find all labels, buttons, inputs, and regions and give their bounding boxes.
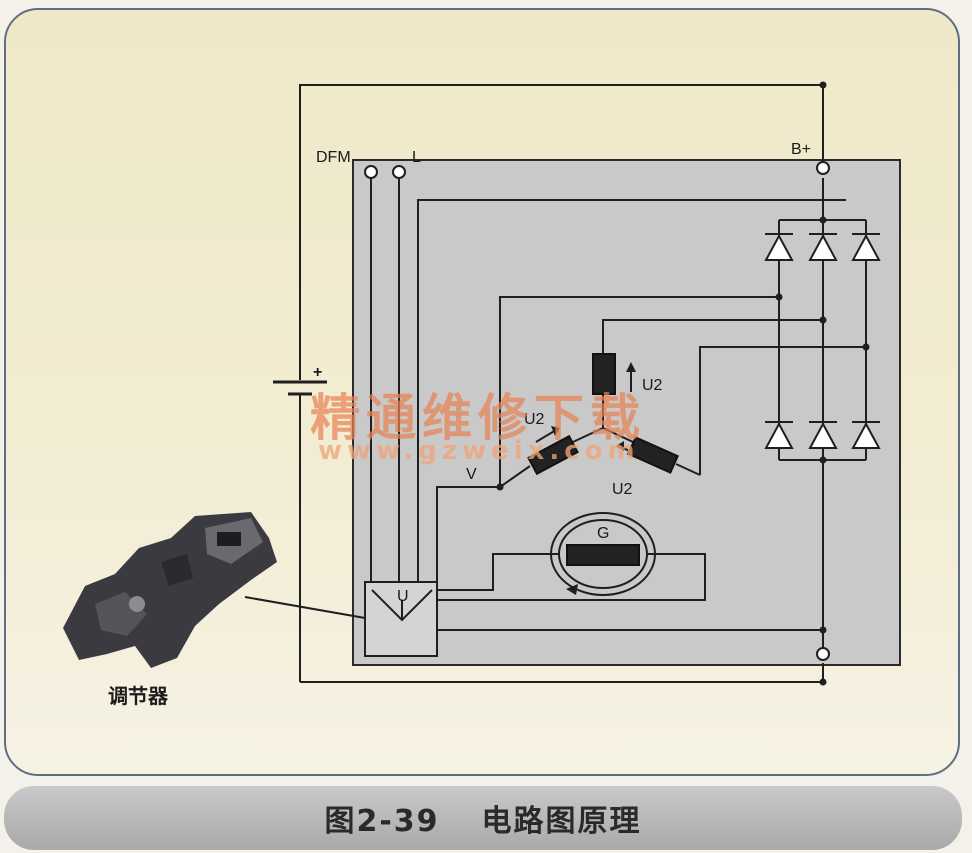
- caption-title: 电路图原理: [481, 804, 642, 839]
- battery-symbol: [273, 380, 327, 396]
- caption-bar: 图2-39 电路图原理: [4, 786, 962, 850]
- battery-plus-label: +: [313, 364, 322, 381]
- terminal-bplus-label: B+: [791, 141, 811, 158]
- winding-left-label: U2: [524, 411, 545, 428]
- winding-top-label: U2: [642, 377, 663, 394]
- terminal-l-circle: [392, 165, 406, 179]
- stator-windings: [527, 353, 679, 476]
- terminal-ground-circle: [816, 647, 830, 661]
- terminal-bplus-circle: [816, 161, 830, 175]
- caption-figure-number: 图2-39: [324, 804, 440, 839]
- regulator-photo-label: 调节器: [108, 684, 168, 708]
- caption-text: 图2-39 电路图原理: [4, 786, 962, 850]
- terminal-dfm-label: DFM: [316, 149, 351, 166]
- terminal-l-label: L: [412, 149, 421, 166]
- watermark-chinese: 精通维修下载: [310, 388, 646, 447]
- watermark-url: www.gzweix.com: [318, 436, 640, 466]
- regulator-box-label: U: [397, 588, 409, 605]
- junction-dots: [496, 81, 870, 686]
- terminal-dfm-circle: [364, 165, 378, 179]
- regulator-photo: [63, 512, 277, 668]
- rotor-field-winding: [550, 512, 656, 596]
- winding-right-label: U2: [612, 481, 633, 498]
- generator-label: G: [597, 525, 609, 542]
- rectifier-diodes: [764, 233, 881, 449]
- generator-housing: [352, 159, 901, 666]
- phase-v-label: V: [466, 466, 477, 483]
